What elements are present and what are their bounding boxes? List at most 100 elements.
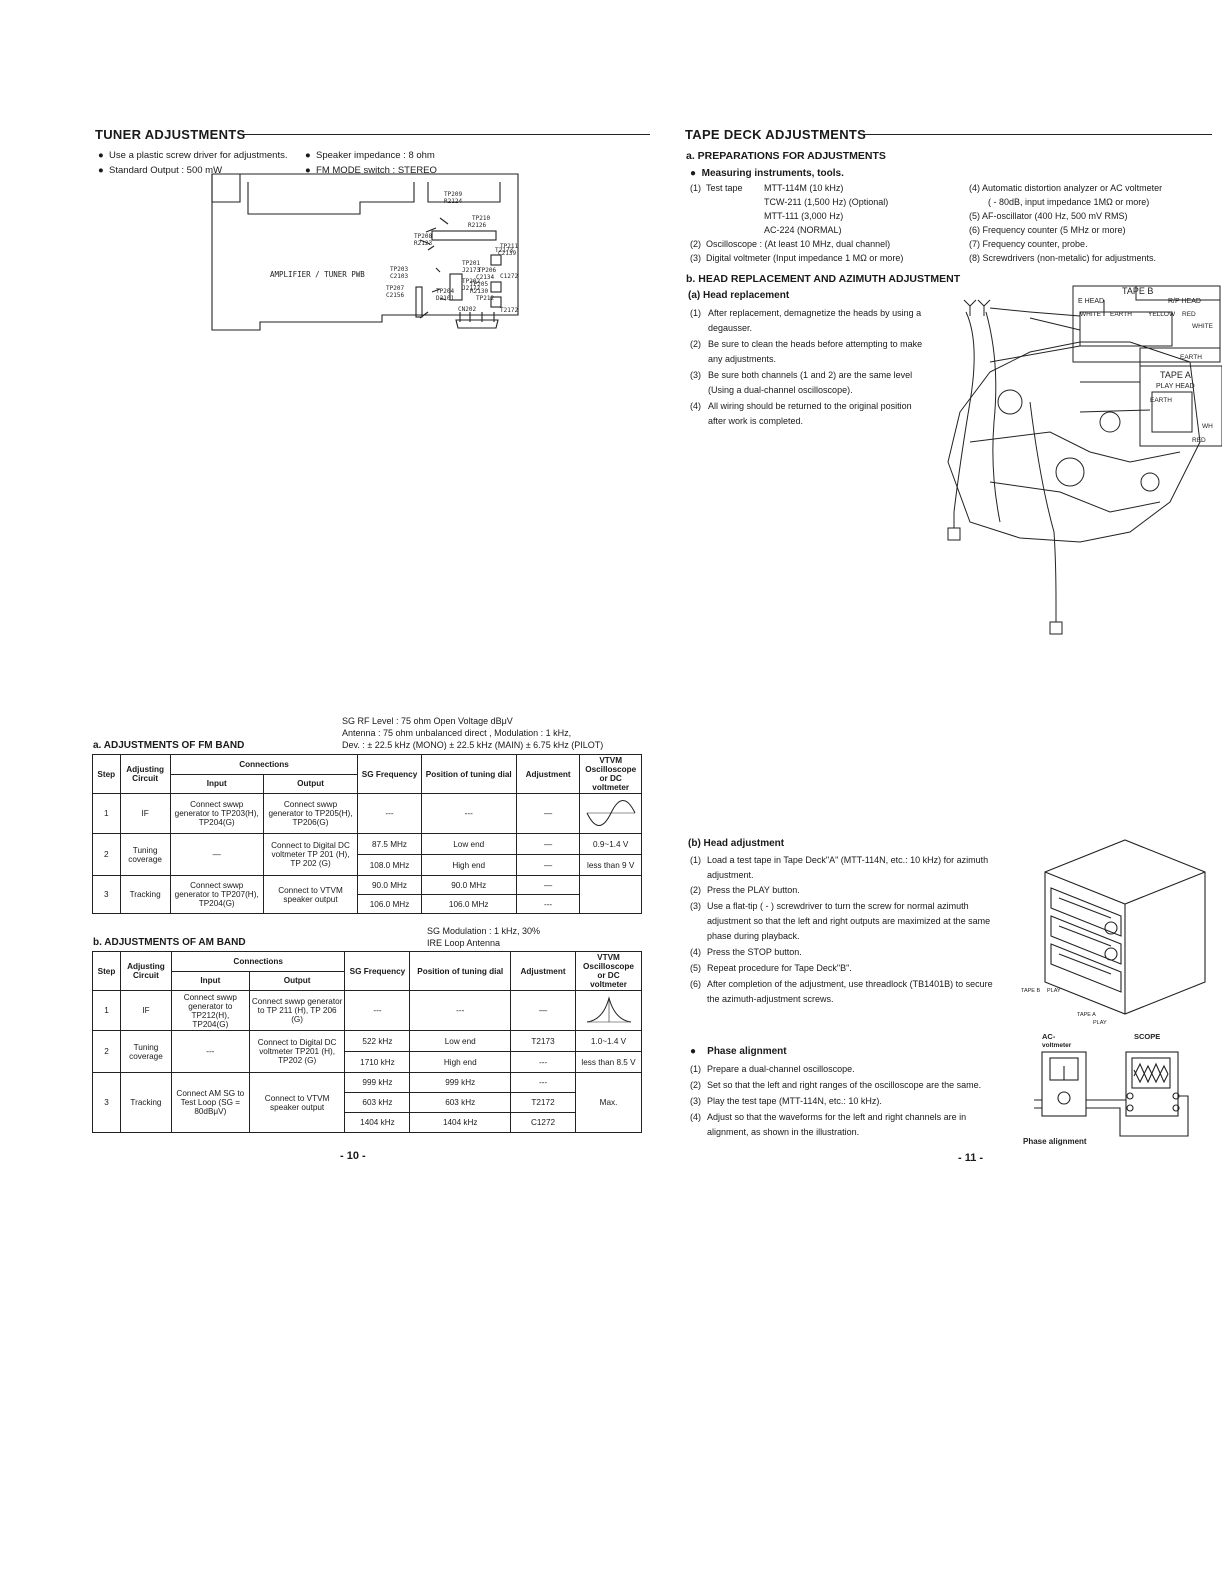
col-connections: Connections — [170, 951, 346, 972]
cell: Tuning coverage — [119, 833, 171, 876]
col-vtvm: VTVM Oscilloscope or DC voltmeter — [575, 951, 642, 991]
cell: --- — [344, 990, 411, 1031]
cell: 999 kHz — [409, 1072, 512, 1093]
label-yellow: YELLOW — [1148, 311, 1176, 318]
cell: 3 — [92, 875, 121, 914]
cell: --- — [515, 894, 581, 914]
fm-sg-note-2: Antenna : 75 ohm unbalanced direct , Mod… — [342, 728, 572, 738]
prep-subtitle: a. PREPARATIONS FOR ADJUSTMENTS — [686, 150, 886, 162]
table-row: 3 Tracking Connect AM SG to Test Loop (S… — [92, 1072, 642, 1133]
pwb-part: TP202 — [462, 278, 480, 285]
fm-sg-note-3: Dev. : ± 22.5 kHz (MONO) ± 22.5 kHz (MAI… — [342, 740, 604, 750]
pwb-part: TP212 — [476, 295, 494, 302]
pwb-part: C2156 — [386, 292, 404, 299]
cell: Tracking — [119, 875, 171, 914]
pwb-part: D2101 — [436, 295, 454, 302]
instrument-3: (3) Digital voltmeter (Input impedance 1… — [690, 253, 904, 263]
am-sg-note-1: SG Modulation : 1 kHz, 30% — [427, 926, 541, 936]
head-adjustment-title: (b) Head adjustment — [688, 838, 785, 849]
label-tape-a: TAPE A — [1160, 370, 1191, 380]
sine-wave-icon — [586, 799, 636, 826]
cell: 108.0 MHz — [357, 854, 422, 876]
label-earth: EARTH — [1180, 354, 1202, 361]
instrument-7: (7) Frequency counter, probe. — [969, 239, 1088, 249]
fm-adjustment-table: Step Adjusting Circuit Connections SG Fr… — [92, 754, 642, 914]
phase-alignment-diagram: AC- voltmeter SCOPE Phase alignment — [1023, 1032, 1189, 1146]
instrument-5: (5) AF-oscillator (400 Hz, 500 mV RMS) — [969, 211, 1128, 221]
cell-waveform — [575, 990, 642, 1031]
cell: Low end — [409, 1030, 512, 1052]
col-connections: Connections — [169, 754, 359, 775]
cell: C1272 — [510, 1112, 576, 1133]
cell: Connect to VTVM speaker output — [262, 875, 359, 914]
head-repl-step-2: (2)Be sure to clean the heads before att… — [690, 339, 923, 364]
pwb-part: C1272 — [500, 273, 518, 280]
pwb-part: TP211 — [500, 243, 518, 250]
tuner-bullet-3: ● Standard Output : 500 mW — [98, 165, 223, 176]
cell: 1.0~1.4 V — [575, 1030, 642, 1052]
cell: --- — [357, 793, 422, 834]
head-adj-step-5: (5)Repeat procedure for Tape Deck"B". — [690, 963, 852, 973]
col-sg-frequency: SG Frequency — [344, 951, 411, 991]
test-tape-line: AC-224 (NORMAL) — [764, 225, 842, 235]
col-circuit: Adjusting Circuit — [119, 754, 171, 794]
tuner-bullet-1: ● Use a plastic screw driver for adjustm… — [98, 150, 288, 161]
pwb-part: CN202 — [458, 306, 476, 313]
table-row: 106.0 MHz 106.0 MHz --- — [93, 894, 642, 914]
head-adj-step-1: (1)Load a test tape in Tape Deck"A" (MTT… — [690, 855, 989, 880]
pwb-part: R2124 — [444, 198, 462, 205]
label-earth: EARTH — [1110, 311, 1132, 318]
instrument-1: (1) Test tape — [690, 183, 743, 193]
cell: --- — [510, 1051, 576, 1073]
test-tape-line: MTT-114M (10 kHz) — [764, 183, 844, 193]
pwb-part: R2123 — [414, 240, 432, 247]
cell: 522 kHz — [344, 1030, 411, 1052]
fm-sg-note-1: SG RF Level : 75 ohm Open Voltage dBμV — [342, 716, 513, 726]
cell: — — [169, 833, 264, 876]
cell: 1 — [92, 793, 121, 834]
tuner-bullet-4: ● FM MODE switch : STEREO — [305, 165, 437, 176]
pwb-part: J2173 — [462, 267, 480, 274]
cell: IF — [119, 793, 171, 834]
cell: 603 kHz — [344, 1092, 411, 1113]
instrument-6: (6) Frequency counter (5 MHz or more) — [969, 225, 1126, 235]
col-adjustment: Adjustment — [515, 754, 581, 794]
label-rp-head: R/P HEAD — [1168, 298, 1201, 305]
cell: Connect swwp generator to TP203(H), TP20… — [169, 793, 264, 834]
peak-wave-icon — [586, 995, 631, 1022]
cell: Connect swwp generator to TP212(H), TP20… — [170, 990, 250, 1031]
head-repl-step-3: (3)Be sure both channels (1 and 2) are t… — [690, 370, 913, 395]
instrument-8: (8) Screwdrivers (non-metalic) for adjus… — [969, 253, 1157, 263]
pwb-part: R2130 — [470, 288, 488, 295]
phase-caption: Phase alignment — [1023, 1137, 1087, 1146]
cell: 90.0 MHz — [357, 875, 422, 895]
cell: 1404 kHz — [344, 1112, 411, 1133]
cell: less than 9 V — [579, 854, 642, 876]
cell: T2173 — [510, 1030, 576, 1052]
col-position: Position of tuning dial — [409, 951, 512, 991]
col-position: Position of tuning dial — [420, 754, 517, 794]
label-white: WHITE — [1080, 311, 1102, 318]
cell: --- — [420, 793, 517, 834]
amplifier-tuner-pwb-diagram: TP209 R2124 TP210 R2126 TP208 R2123 TP21… — [211, 173, 519, 331]
measuring-title: ● Measuring instruments, tools. — [690, 168, 844, 179]
page-number-right: - 11 - — [958, 1152, 984, 1164]
label-earth: EARTH — [1150, 397, 1172, 404]
col-adjustment: Adjustment — [510, 951, 576, 991]
col-input: Input — [170, 970, 250, 991]
cell: less than 8.5 V — [575, 1051, 642, 1073]
pwb-part: R2126 — [468, 222, 486, 229]
cell: T2172 — [510, 1092, 576, 1113]
cell: — — [515, 793, 581, 834]
cell: Max. — [575, 1072, 642, 1133]
test-tape-line: MTT-111 (3,000 Hz) — [764, 211, 844, 221]
table-row: 3 Tracking Connect swwp generator to TP2… — [92, 875, 642, 914]
tuner-title-rule — [240, 134, 650, 135]
tape-title-rule — [862, 134, 1212, 135]
cell: High end — [409, 1051, 512, 1073]
test-tape-line: TCW-211 (1,500 Hz) (Optional) — [764, 197, 889, 207]
instrument-2: (2) Oscilloscope : (At least 10 MHz, dua… — [690, 239, 891, 249]
cell: Tuning coverage — [119, 1030, 172, 1073]
col-output: Output — [248, 970, 346, 991]
label-red: RED — [1182, 311, 1196, 318]
